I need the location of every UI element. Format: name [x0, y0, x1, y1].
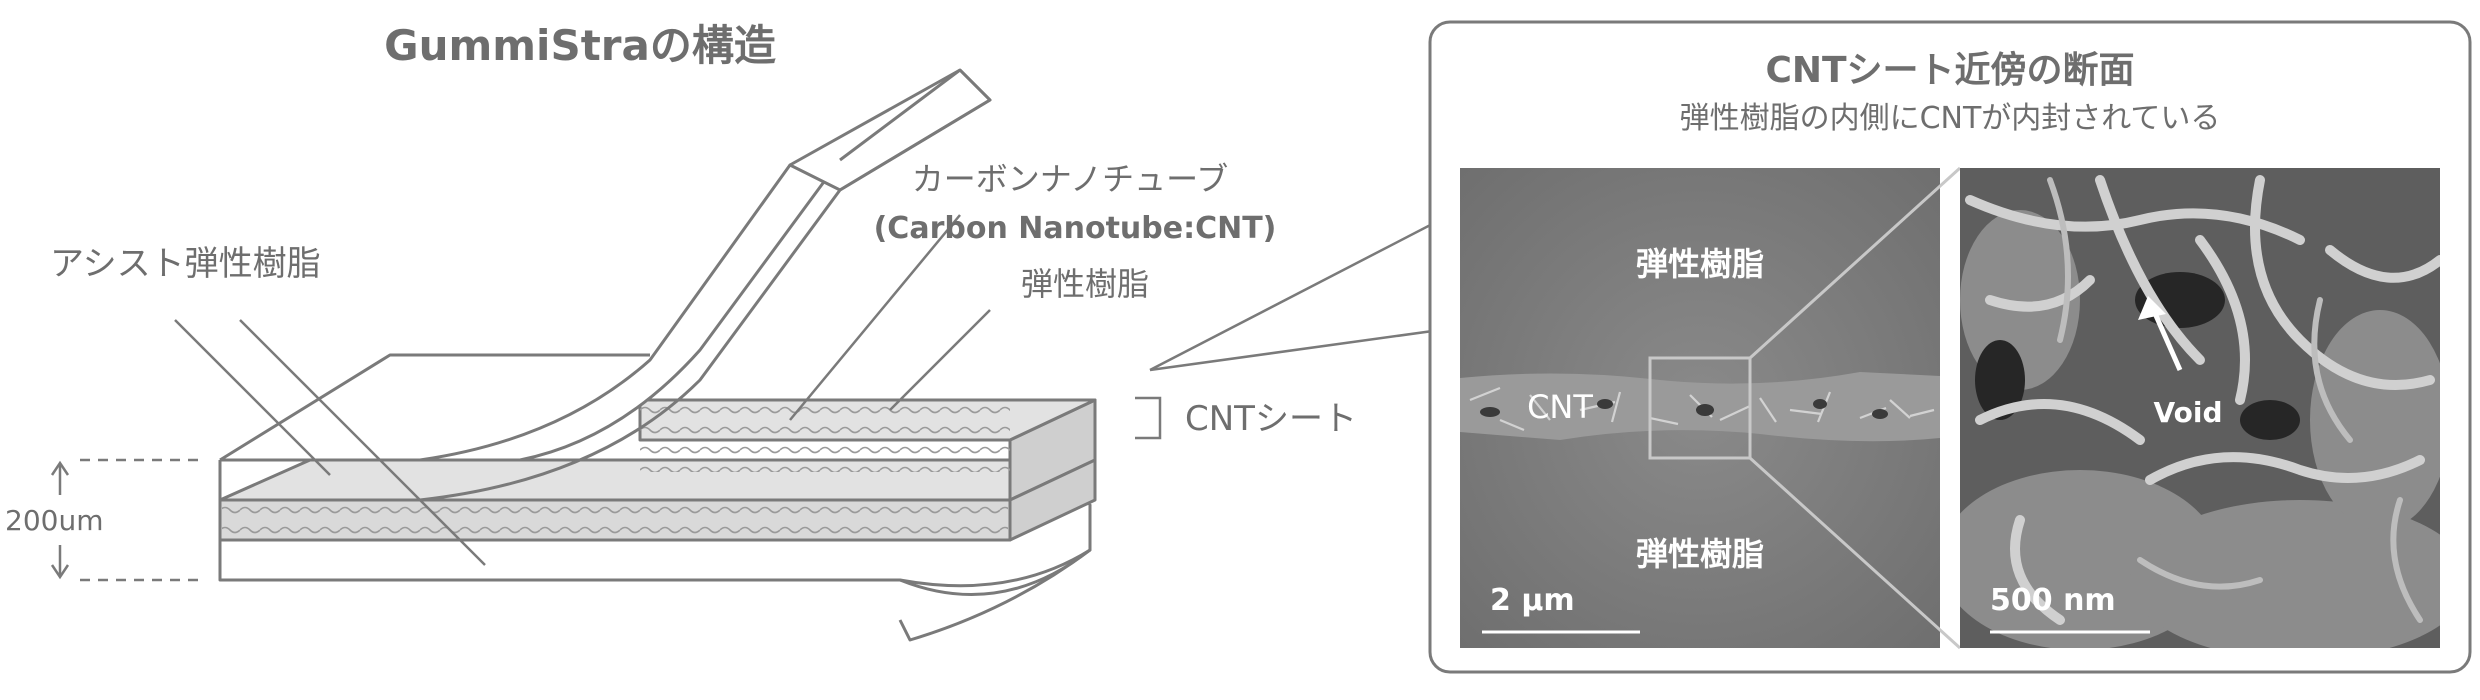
sem-label-cnt: CNT	[1527, 388, 1593, 426]
label-cnt-line1: カーボンナノチューブ	[912, 160, 1228, 198]
layer-diagram	[218, 68, 1097, 642]
thickness-dimension	[50, 458, 200, 582]
top-resin-layer	[220, 158, 842, 462]
zoom-region	[1648, 356, 1752, 460]
zoom-connectors	[1748, 166, 1962, 650]
label-resin: 弾性樹脂	[1021, 265, 1149, 303]
sem-label-bottom: 弾性樹脂	[1636, 535, 1764, 573]
label-cnt-line2: (Carbon Nanotube:CNT)	[874, 211, 1277, 246]
label-cnt-sheet: CNTシート	[1185, 399, 1357, 439]
sem-image-zoom	[1960, 168, 2440, 648]
label-assist-resin: アシスト弾性樹脂	[50, 244, 321, 284]
sem-label-top: 弾性樹脂	[1636, 245, 1764, 283]
scale-label-zoom: 500 nm	[1990, 583, 2116, 618]
scale-label-wide: 2 µm	[1490, 583, 1575, 618]
label-thickness: 200um	[5, 504, 103, 537]
sem-image-wide	[1460, 168, 1940, 648]
leader-lines	[174, 214, 1441, 566]
structure-title: GummiStraの構造	[384, 21, 776, 70]
panel-subtitle: 弾性樹脂の内側にCNTが内封されている	[1680, 101, 2221, 136]
sem-label-void: Void	[2153, 396, 2222, 429]
panel-title: CNTシート近傍の断面	[1765, 50, 2134, 91]
